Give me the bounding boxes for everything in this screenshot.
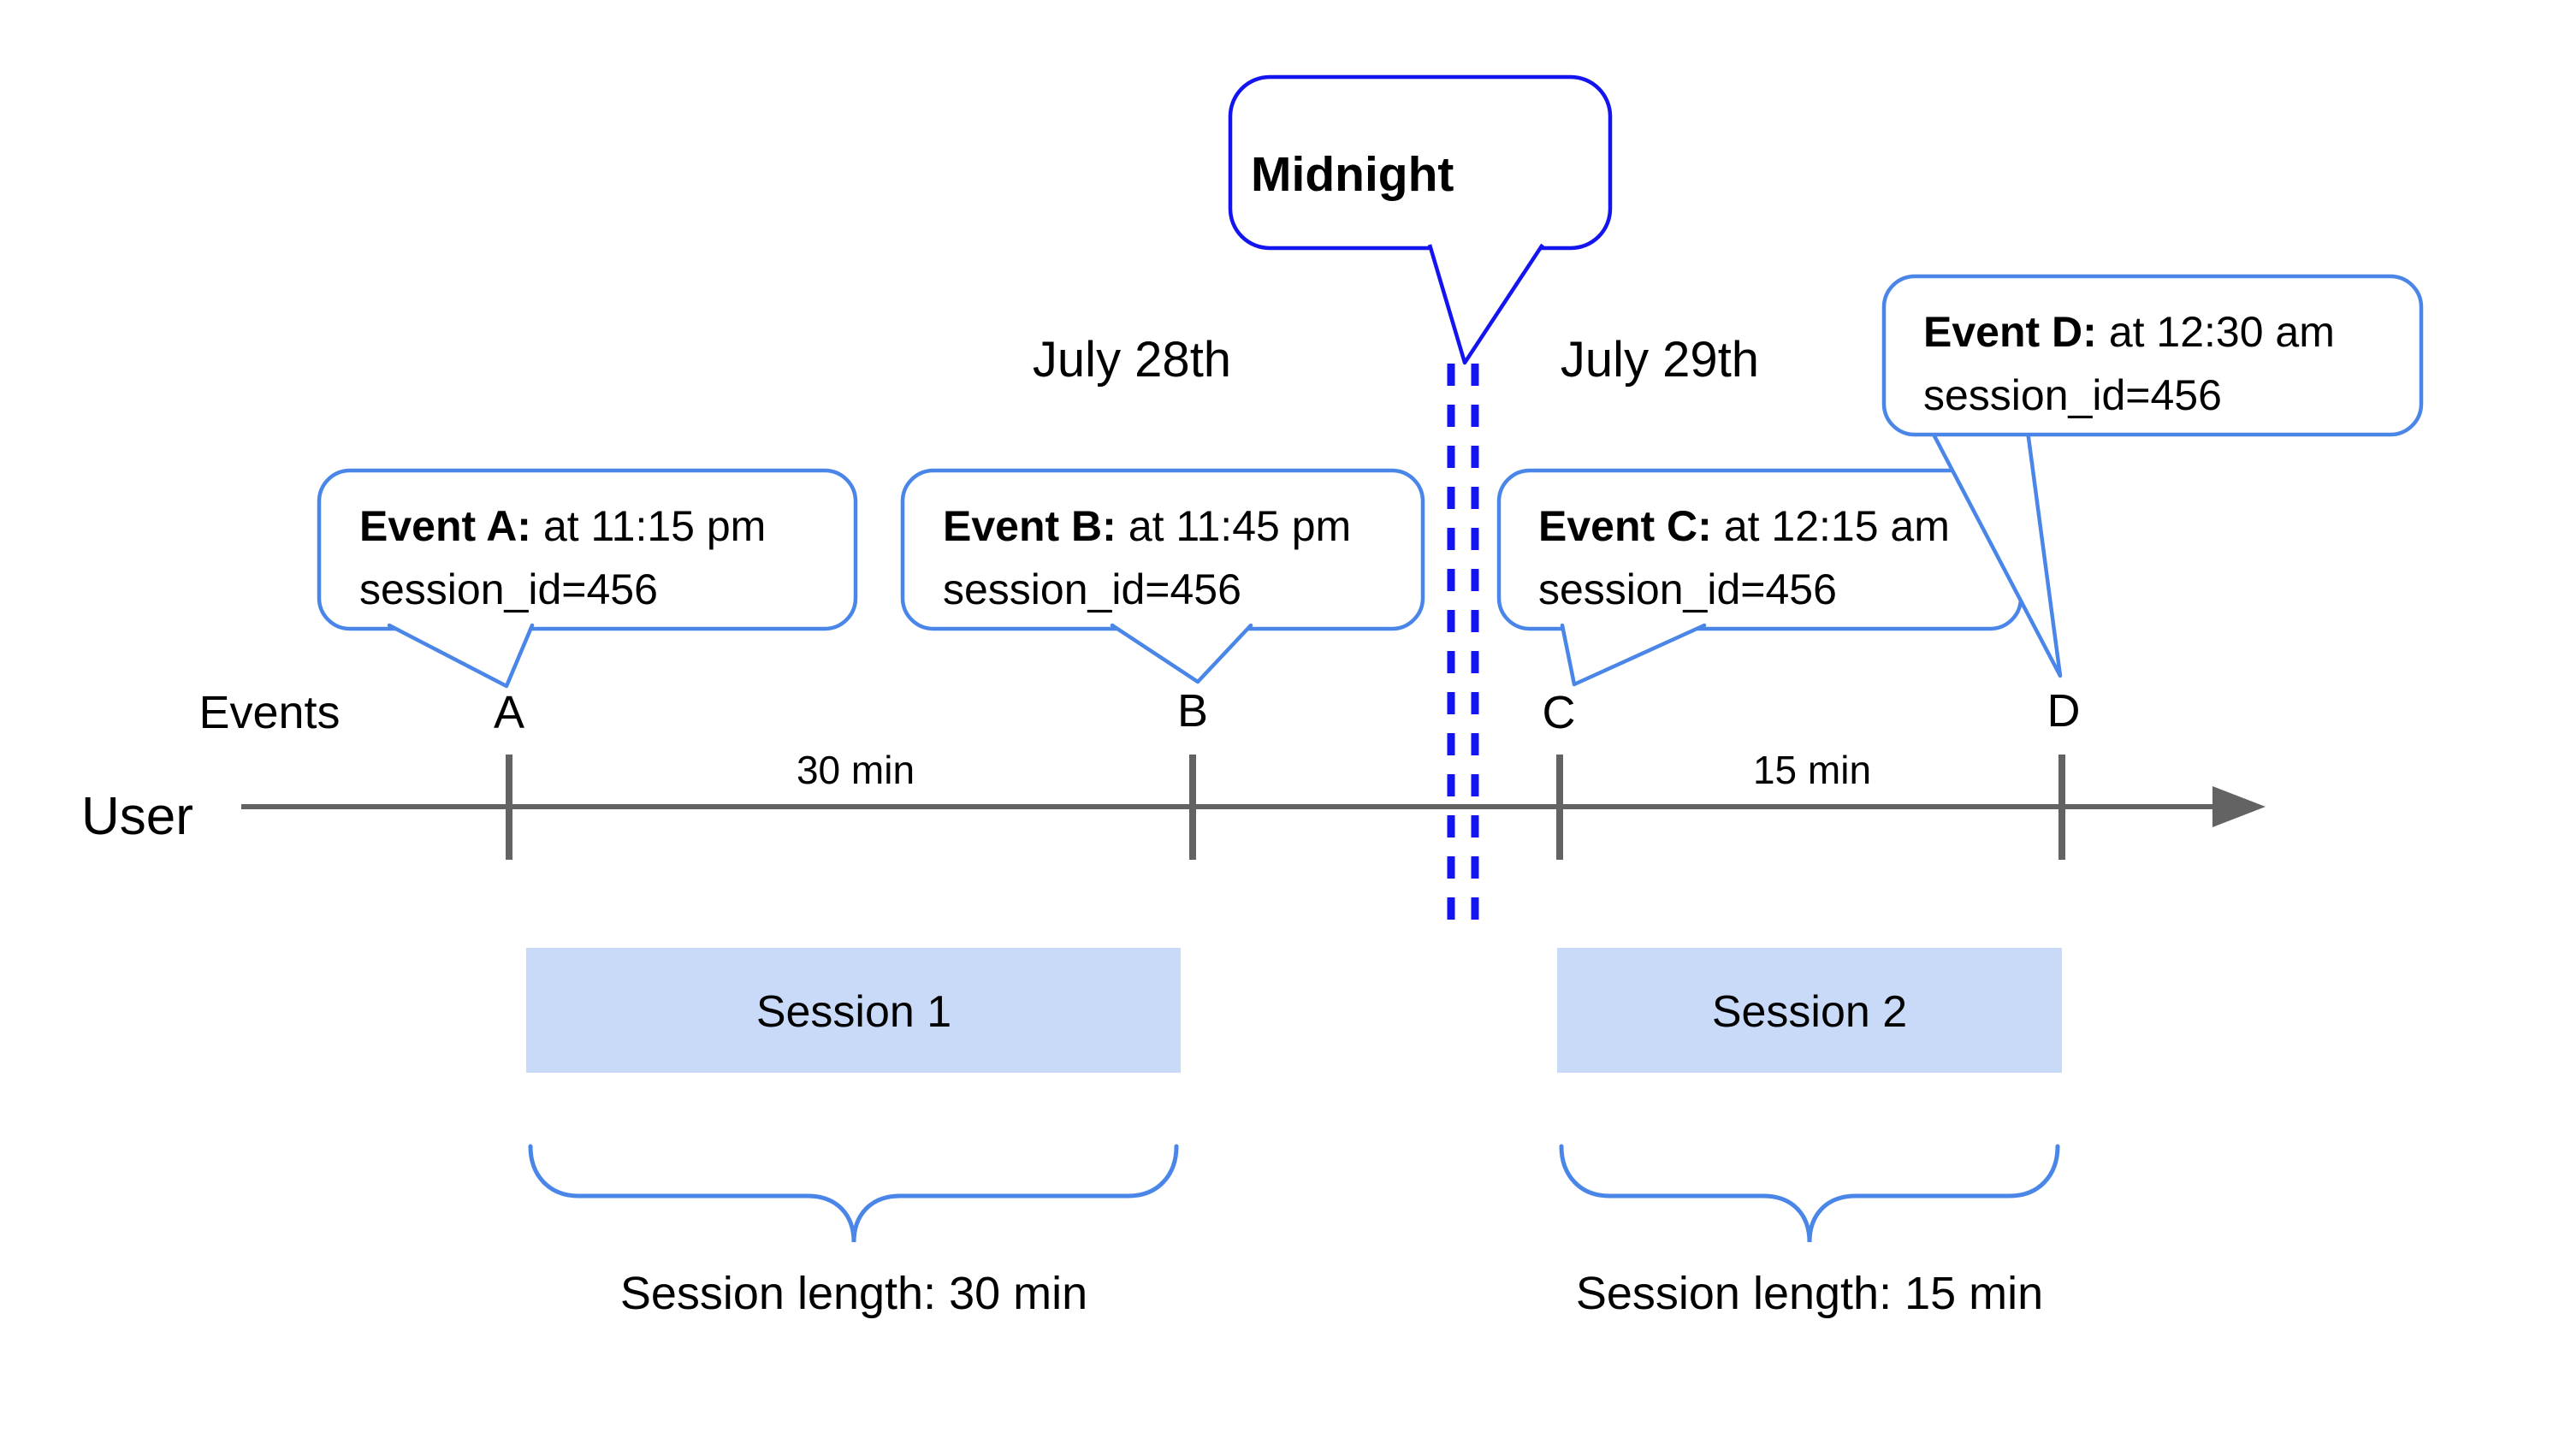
event-c-bubble-tail: [1560, 623, 1707, 687]
event-d-line1: Event D:at 12:30 am: [1923, 308, 2335, 356]
midnight-callout: Midnight: [1228, 74, 1613, 365]
session-1-label: Session 1: [756, 987, 951, 1037]
midnight-divider: [1447, 364, 1479, 922]
midnight-bubble-tail: [1427, 243, 1544, 365]
midnight-label: Midnight: [1251, 147, 1454, 202]
event-d-bubble: [1881, 274, 2424, 437]
event-b-line2: session_id=456: [943, 565, 1241, 613]
session-2-label: Session 2: [1712, 987, 1907, 1037]
event-b-bubble-tail: [1110, 623, 1253, 684]
tick-label-b: B: [1177, 685, 1208, 737]
date-july-29: July 29th: [1561, 332, 1759, 388]
event-d-callout: Event D:at 12:30 am session_id=456: [1881, 274, 2424, 678]
tick-label-a: A: [494, 687, 524, 738]
session-2-box: [1557, 948, 2062, 1073]
session-2-brace: [1559, 1144, 2060, 1243]
event-d-line2: session_id=456: [1923, 371, 2222, 419]
event-a-bubble-tail: [387, 623, 535, 689]
session-2: Session 2 Session length: 15 min: [1557, 948, 2062, 1319]
event-a-line1: Event A:at 11:15 pm: [359, 502, 766, 550]
timeline-axis: [241, 755, 2266, 860]
event-b-line1: Event B:at 11:45 pm: [943, 502, 1351, 550]
event-c-line2: session_id=456: [1538, 565, 1837, 613]
user-axis-label: User: [81, 787, 193, 846]
session-1-length-label: Session length: 30 min: [620, 1268, 1087, 1319]
tick-label-d: D: [2047, 685, 2081, 737]
event-a-callout: Event A:at 11:15 pm session_id=456: [317, 468, 858, 689]
midnight-bubble: [1228, 74, 1613, 251]
interval-30min-label: 30 min: [797, 748, 915, 792]
session-1: Session 1 Session length: 30 min: [526, 948, 1181, 1319]
event-d-bubble-tail: [1929, 429, 2063, 678]
tick-label-c: C: [1543, 687, 1576, 738]
event-c-line1: Event C:at 12:15 am: [1538, 502, 1950, 550]
session-1-brace: [528, 1144, 1179, 1243]
event-a-bubble: [317, 468, 858, 631]
session-1-box: [526, 948, 1181, 1073]
event-c-callout: Event C:at 12:15 am session_id=456: [1496, 468, 2023, 687]
interval-15min-label: 15 min: [1753, 748, 1871, 792]
date-july-28: July 28th: [1033, 332, 1231, 388]
event-a-line2: session_id=456: [359, 565, 658, 613]
session-2-length-label: Session length: 15 min: [1576, 1268, 2043, 1319]
event-b-callout: Event B:at 11:45 pm session_id=456: [900, 468, 1425, 684]
events-axis-label: Events: [198, 687, 340, 738]
timeline-arrowhead-icon: [2212, 786, 2266, 827]
